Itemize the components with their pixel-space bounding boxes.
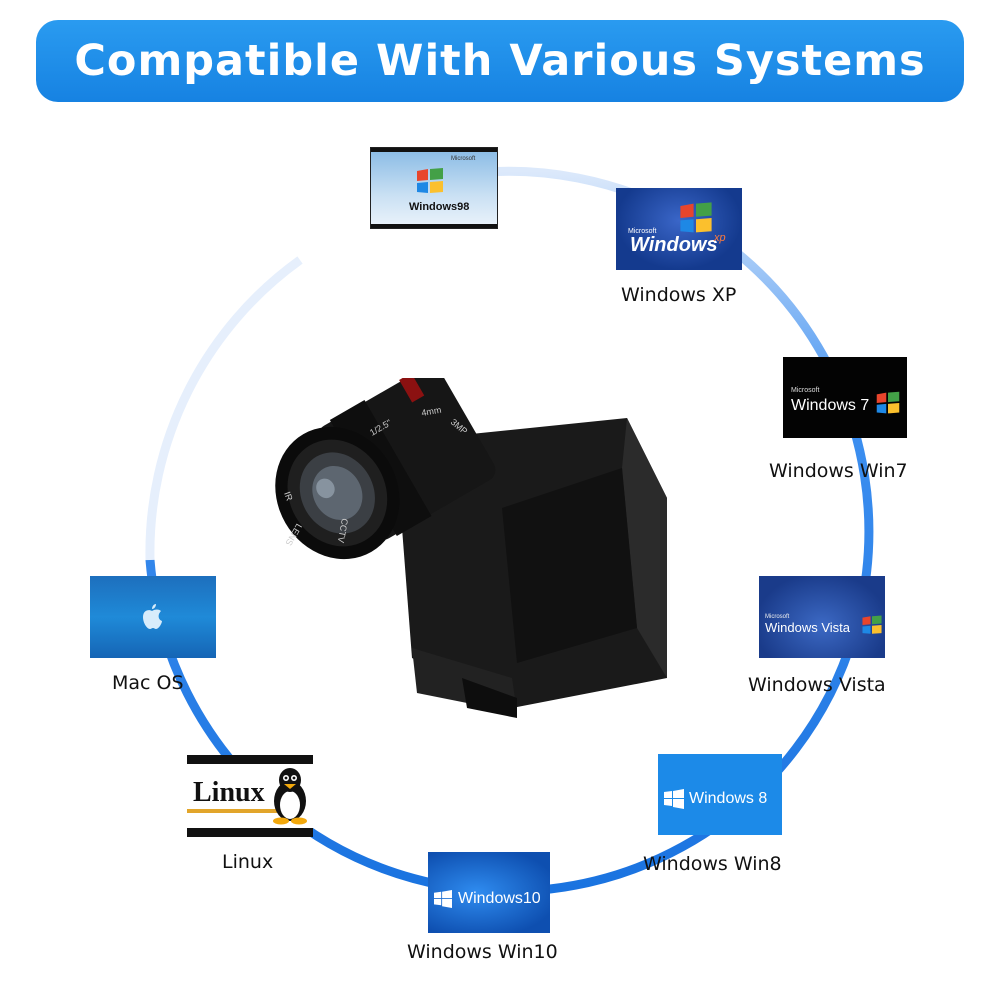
lens-text-focal: 4mm xyxy=(421,405,442,418)
linux-logo-tile: Linux xyxy=(187,755,313,837)
windows-flag-icon xyxy=(862,615,882,634)
linux-name: Linux xyxy=(193,777,265,808)
windows-flag-icon xyxy=(417,168,443,193)
vista-name: Windows Vista xyxy=(765,620,851,635)
caption-windows-xp: Windows XP xyxy=(621,284,737,306)
banner-title: Compatible With Various Systems xyxy=(74,36,926,86)
caption-mac-os: Mac OS xyxy=(112,672,184,694)
win10-name: Windows10 xyxy=(458,890,541,907)
windows-flag-icon xyxy=(680,202,712,233)
title-banner: Compatible With Various Systems xyxy=(36,20,964,102)
win8-name: Windows 8 xyxy=(689,790,768,807)
caption-windows-win8: Windows Win8 xyxy=(643,853,782,875)
macos-logo-tile xyxy=(90,576,216,658)
caption-windows-win10: Windows Win10 xyxy=(407,941,558,963)
win98-brand: Microsoft xyxy=(451,156,476,162)
lens-text-cctv: CCTV xyxy=(336,518,350,544)
windows98-logo-tile: Microsoft Windows98 xyxy=(370,147,498,229)
apple-icon xyxy=(143,604,162,629)
win98-name: Windows98 xyxy=(409,201,470,213)
windows-flag-icon xyxy=(876,391,900,414)
tux-penguin-icon xyxy=(273,768,307,825)
windows10-logo-tile: Windows10 xyxy=(428,852,550,933)
windows8-logo-tile: Windows 8 xyxy=(658,754,782,835)
vista-brand: Microsoft xyxy=(765,614,790,620)
windows7-logo-tile: Microsoft Windows 7 xyxy=(783,357,907,438)
windows-logo-icon xyxy=(664,789,684,809)
caption-windows-win7: Windows Win7 xyxy=(769,460,908,482)
win7-name: Windows 7 xyxy=(791,397,870,414)
winxp-suffix: xp xyxy=(714,232,726,244)
caption-linux: Linux xyxy=(222,851,274,873)
winxp-name: Windows xyxy=(630,234,718,256)
windowsxp-logo-tile: Microsoft Windows xp xyxy=(616,188,742,270)
win7-brand: Microsoft xyxy=(791,387,820,394)
winxp-brand: Microsoft xyxy=(628,228,657,235)
caption-windows-vista: Windows Vista xyxy=(748,674,886,696)
windowsvista-logo-tile: Microsoft Windows Vista xyxy=(759,576,885,658)
lens-text-ir: IR xyxy=(282,490,295,502)
camera-image: 1/2.5" 4mm 3MP IR CCTV LENS xyxy=(275,378,667,718)
windows-logo-icon xyxy=(434,890,452,908)
